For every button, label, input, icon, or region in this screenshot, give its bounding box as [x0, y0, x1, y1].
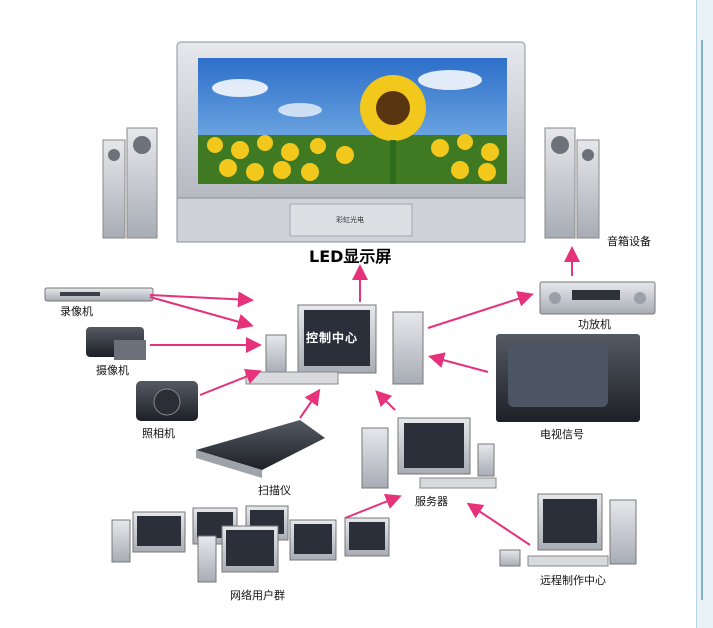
control-center-label: 控制中心: [306, 331, 359, 345]
scanner-device: [196, 420, 325, 478]
television-device: [496, 334, 640, 422]
screen-logo: 彩虹光电: [336, 215, 364, 224]
arrow-users-to-server: [344, 493, 402, 519]
arrow-remote-to-server: [466, 502, 531, 546]
remote-production-computer: [499, 493, 637, 567]
amplifier-device: [539, 281, 656, 315]
remote-center-label: 远程制作中心: [540, 574, 606, 587]
network-users-label: 网络用户群: [230, 589, 285, 602]
vcr-device: [44, 287, 154, 302]
camera-device: [136, 381, 198, 421]
speakers-label: 音箱设备: [607, 235, 651, 248]
led-screen-label: LED显示屏: [309, 247, 392, 266]
camcorder-device: [86, 327, 146, 360]
arrow-scanner-to-control: [299, 388, 321, 419]
tv-signal-label: 电视信号: [540, 428, 584, 441]
arrow-server-to-control: [375, 390, 396, 411]
speaker-left: [102, 127, 158, 239]
page-right-border: [696, 0, 713, 628]
control-center-computer: [245, 304, 424, 385]
led-display-screen: 彩虹光电: [176, 41, 526, 243]
camcorder-label: 摄像机: [96, 364, 129, 377]
arrow-control-to-amp: [427, 291, 534, 329]
vcr-label: 录像机: [60, 305, 93, 318]
server-label: 服务器: [415, 495, 448, 508]
arrow-vcr-to-control-1: [149, 291, 254, 308]
arrow-camera-to-control: [199, 368, 262, 396]
arrow-tv-to-control: [428, 352, 489, 373]
connection-arrows: [149, 246, 580, 546]
camera-label: 照相机: [142, 427, 175, 440]
arrow-vcr-to-control-2: [149, 296, 254, 330]
scanner-label: 扫描仪: [258, 484, 291, 497]
network-user-group: [111, 505, 390, 583]
server-computer: [361, 417, 497, 489]
amplifier-label: 功放机: [578, 318, 611, 331]
speaker-right: [544, 127, 600, 239]
